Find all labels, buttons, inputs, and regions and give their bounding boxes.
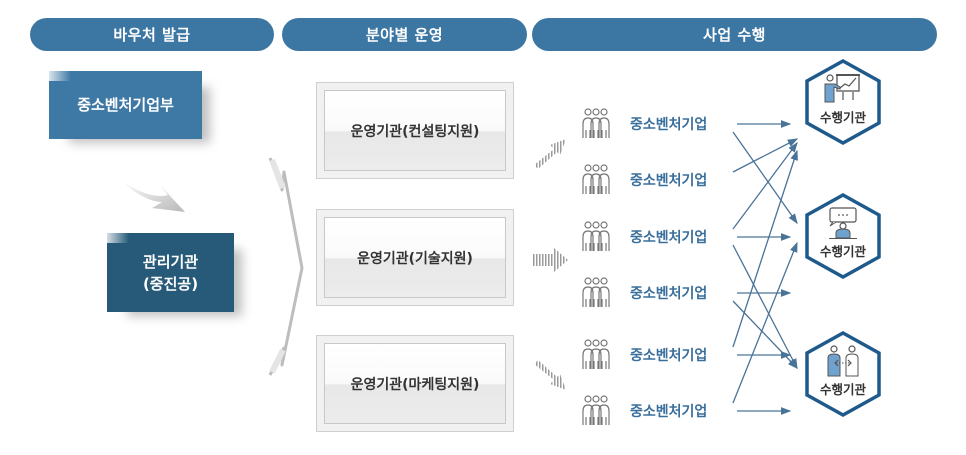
agency-label-line2: (중진공)	[142, 274, 199, 293]
agency-label-line1: 관리기관	[142, 252, 199, 271]
performer-hex-3: 수행기관	[804, 330, 882, 418]
company-label: 중소벤처기업	[630, 173, 708, 189]
hexagon-shape	[805, 330, 881, 418]
connection-arrow	[732, 241, 798, 404]
speech-consult-icon	[829, 207, 857, 239]
connection-arrow	[732, 244, 798, 370]
people-group-icon	[580, 339, 616, 371]
hatched-arrow-down-right-icon	[534, 360, 566, 390]
company-label: 중소벤처기업	[630, 348, 708, 364]
company-label: 중소벤처기업	[630, 404, 708, 420]
header-voucher-issue: 바우처 발급	[30, 18, 274, 51]
connection-arrow	[732, 141, 798, 230]
operator-label-technology: 운영기관(기술지원)	[324, 217, 506, 298]
company-row: 중소벤처기업	[580, 339, 708, 371]
company-row: 중소벤처기업	[580, 108, 708, 140]
company-row: 중소벤처기업	[580, 395, 708, 427]
company-label: 중소벤처기업	[630, 230, 708, 246]
operator-label-marketing: 운영기관(마케팅지원)	[324, 343, 506, 424]
operator-box-marketing: 운영기관(마케팅지원)	[316, 335, 514, 432]
hatched-arrow-right-icon	[532, 248, 568, 272]
people-group-icon	[580, 395, 616, 427]
bracket-split-arrow-icon	[268, 157, 304, 376]
operator-box-consulting: 운영기관(컨설팅지원)	[316, 82, 514, 179]
performer-hex-2: 수행기관	[804, 192, 882, 280]
header-business-execution: 사업 수행	[532, 18, 937, 51]
hatched-arrow-up-right-icon	[534, 139, 566, 169]
operator-label-consulting: 운영기관(컨설팅지원)	[324, 90, 506, 171]
people-group-icon	[580, 277, 616, 309]
connection-arrow	[732, 138, 799, 173]
performer-label: 수행기관	[819, 244, 866, 259]
curved-down-arrow-icon	[120, 180, 185, 212]
ministry-label: 중소벤처기업부	[77, 96, 174, 114]
performer-label: 수행기관	[819, 382, 866, 397]
agency-box: 관리기관 (중진공)	[107, 233, 234, 312]
hexagon-shape	[805, 58, 881, 146]
company-row: 중소벤처기업	[580, 164, 708, 196]
exchange-people-icon	[827, 345, 859, 377]
operator-box-technology: 운영기관(기술지원)	[316, 209, 514, 306]
people-group-icon	[580, 108, 616, 140]
people-group-icon	[580, 164, 616, 196]
connection-arrow	[732, 300, 798, 369]
company-label: 중소벤처기업	[630, 286, 708, 302]
presentation-icon	[824, 74, 860, 103]
performer-label: 수행기관	[819, 110, 866, 125]
performer-hex-1: 수행기관	[804, 58, 882, 146]
header-field-operation: 분야별 운영	[282, 18, 527, 51]
company-label: 중소벤처기업	[630, 117, 708, 133]
ministry-box: 중소벤처기업부	[49, 71, 202, 139]
company-row: 중소벤처기업	[580, 277, 708, 309]
people-group-icon	[580, 221, 616, 253]
connection-arrow	[732, 149, 798, 348]
connection-arrow	[732, 131, 798, 225]
company-row: 중소벤처기업	[580, 221, 708, 253]
